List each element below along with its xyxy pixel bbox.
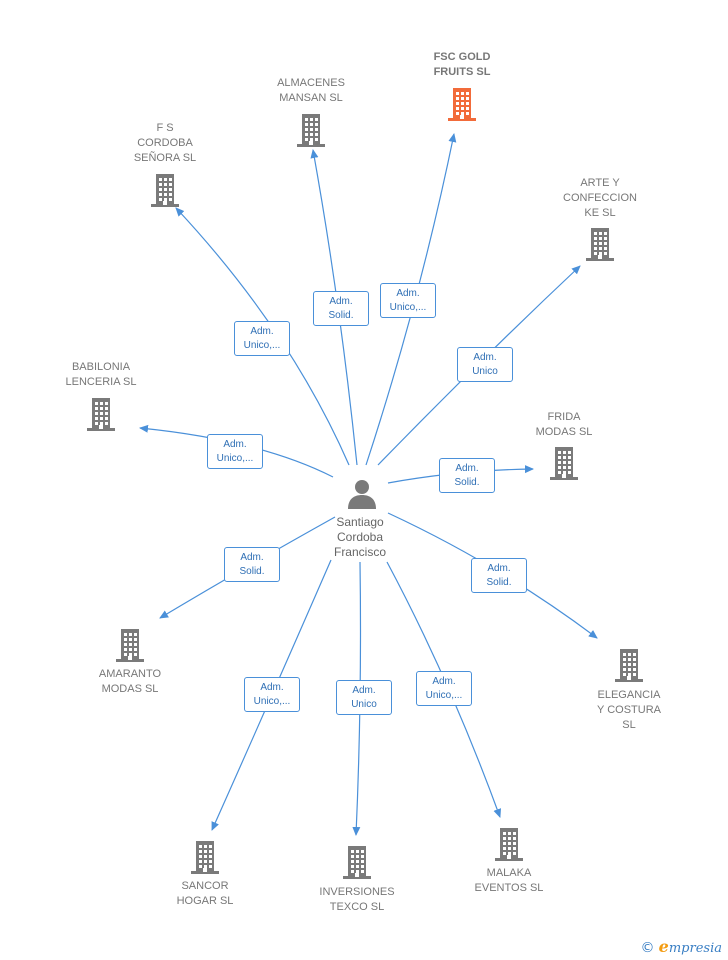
company-label[interactable]: FRIDA MODAS SL [535,411,593,438]
relation-label-arte-y-confeccion-ke[interactable]: Adm. Unico [457,347,513,382]
person-name[interactable]: Santiago Cordoba Francisco [333,515,386,559]
building-icon [615,649,643,682]
building-icon [586,228,614,261]
building-icon [151,174,179,207]
brand-logo-initial: e [658,937,669,956]
copyright-icon: © [640,940,655,956]
company-label[interactable]: INVERSIONES TEXCO SL [319,886,395,913]
relation-label-fs-cordoba-senora[interactable]: Adm. Unico,... [234,321,290,356]
building-icon [495,828,523,861]
company-label[interactable]: ARTE Y CONFECCION KE SL [563,177,637,219]
building-icon [116,629,144,662]
building-icon [191,841,219,874]
relation-label-babilonia-lenceria[interactable]: Adm. Unico,... [207,434,263,469]
building-icon [297,114,325,147]
relation-label-frida-modas[interactable]: Adm. Solid. [439,458,495,493]
company-label[interactable]: BABILONIA LENCERIA SL [65,361,137,388]
company-label[interactable]: FSC GOLD FRUITS SL [433,51,491,78]
relation-label-amaranto-modas[interactable]: Adm. Solid. [224,547,280,582]
company-label[interactable]: MALAKA EVENTOS SL [474,867,544,894]
relation-label-sancor-hogar[interactable]: Adm. Unico,... [244,677,300,712]
building-icon [550,447,578,480]
building-icon [343,846,371,879]
company-label[interactable]: F S CORDOBA SEÑORA SL [133,122,197,164]
person-icon [348,480,376,509]
brand-logo-text: mpresia [668,941,722,956]
company-label[interactable]: ELEGANCIA Y COSTURA SL [597,689,661,731]
relation-label-almacenes-mansan[interactable]: Adm. Solid. [313,291,369,326]
company-label[interactable]: AMARANTO MODAS SL [98,668,162,695]
building-icon [87,398,115,431]
relation-label-malaka-eventos[interactable]: Adm. Unico,... [416,671,472,706]
company-label[interactable]: SANCOR HOGAR SL [176,880,234,907]
relation-label-inversiones-texco[interactable]: Adm. Unico [336,680,392,715]
footer-brand: © empresia [641,937,722,956]
company-label[interactable]: ALMACENES MANSAN SL [277,77,345,104]
building-icon [448,88,476,121]
relation-label-fsc-gold-fruits[interactable]: Adm. Unico,... [380,283,436,318]
relation-label-elegancia-y-costura[interactable]: Adm. Solid. [471,558,527,593]
